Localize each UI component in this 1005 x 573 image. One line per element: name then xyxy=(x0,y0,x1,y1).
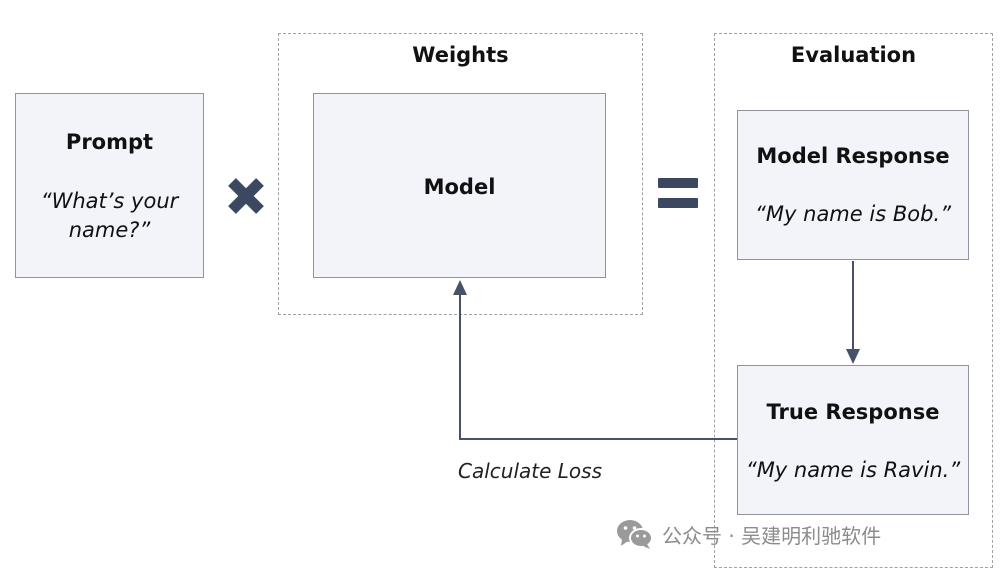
loss-feedback-arrow xyxy=(453,280,737,440)
weights-title: Weights xyxy=(412,43,509,67)
model-box: Model xyxy=(313,93,606,278)
true-response-box: True Response “My name is Ravin.” xyxy=(737,365,969,515)
watermark-text: 公众号 · 吴建明利驰软件 xyxy=(662,523,882,548)
true-response-title: True Response xyxy=(766,400,940,424)
prompt-quote: “What’s your name?” xyxy=(40,189,179,242)
wechat-icon xyxy=(617,520,653,549)
true-response-quote: “My name is Ravin.” xyxy=(745,458,961,482)
response-to-truth-arrow xyxy=(846,261,860,364)
model-response-title: Model Response xyxy=(756,144,950,168)
equals-bar-bottom xyxy=(658,198,698,208)
calculate-loss-label: Calculate Loss xyxy=(458,459,602,483)
times-icon xyxy=(228,178,264,214)
equals-icon xyxy=(658,176,698,210)
evaluation-title: Evaluation xyxy=(790,43,917,67)
model-label: Model xyxy=(423,175,496,199)
model-response-box: Model Response “My name is Bob.” xyxy=(737,110,969,260)
equals-bar-top xyxy=(658,178,698,188)
prompt-title: Prompt xyxy=(65,130,154,154)
prompt-box: Prompt “What’s your name?” xyxy=(15,93,204,278)
evaluation-group: Evaluation xyxy=(714,33,993,568)
watermark: 公众号 · 吴建明利驰软件 xyxy=(616,516,881,552)
model-response-quote: “My name is Bob.” xyxy=(755,202,951,226)
